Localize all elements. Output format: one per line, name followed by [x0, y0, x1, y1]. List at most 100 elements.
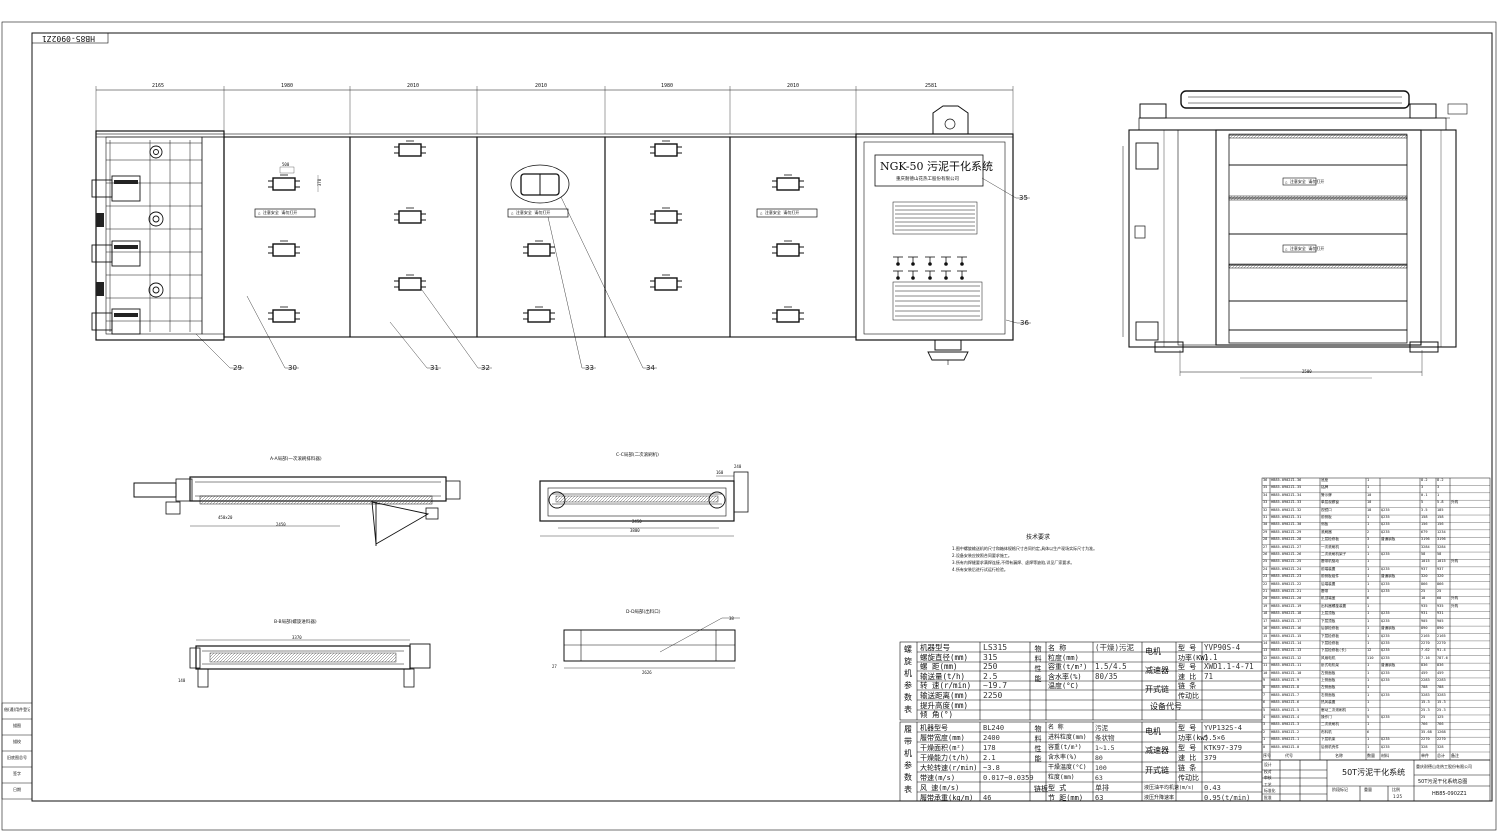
parts-cell: 机顶端盖: [1321, 596, 1336, 601]
parts-cell: 1: [1367, 722, 1370, 727]
parts-cell: HB85-0902Z1-25: [1271, 559, 1302, 564]
parts-cell: HB85-0902Z1-14: [1271, 640, 1302, 645]
parts-cell: 10: [1367, 500, 1372, 505]
parts-cell: 后侧机壳件: [1321, 744, 1339, 749]
title-block-grid: [1261, 759, 1491, 802]
warning-label-5: △ 注意安全 请勿打开: [1285, 246, 1325, 251]
parts-cell: 58: [1437, 552, 1442, 557]
parts-cell: 10: [1263, 670, 1268, 675]
belt-material-value: 1~1.5: [1095, 744, 1115, 752]
parts-header-cell: 序号: [1263, 753, 1271, 758]
left-strip-label: 描图: [13, 723, 21, 728]
parts-cell: Q235: [1381, 648, 1390, 653]
parts-cell: 1: [1367, 633, 1370, 638]
parts-cell: 36: [1263, 478, 1268, 482]
belt-extra-value: 0.43: [1204, 784, 1221, 792]
warning-label-3: △ 注意安全 请勿打开: [760, 210, 800, 215]
parts-cell: 铭牌: [1321, 485, 1329, 490]
section-b-dim-1: 3370: [292, 635, 302, 640]
parts-header-cell: 数量: [1367, 753, 1375, 758]
title-scale-label: 比例: [1392, 787, 1400, 792]
screw-drive-param: 型 号: [1178, 644, 1197, 652]
parts-cell: 866: [1421, 581, 1428, 586]
screw-param-label: 螺 距(mm): [920, 662, 958, 672]
screw-drive-value: 71: [1204, 671, 1214, 681]
parts-cell: 18: [1421, 596, 1426, 601]
parts-cell: 12: [1367, 648, 1372, 653]
side-elevation: [1122, 90, 1468, 379]
parts-cell: 890: [1421, 626, 1428, 631]
screw-param-label: 输送量(t/h): [920, 671, 966, 681]
parts-cell: 15.3: [1437, 700, 1446, 705]
parts-cell: HB85-0902Z1-8: [1271, 685, 1300, 690]
parts-cell: 上层检修板: [1321, 537, 1339, 542]
belt-drive-param: 型 号: [1178, 724, 1197, 732]
belt-param-label: 履带宽度(mm): [920, 734, 965, 742]
parts-cell: 4: [1263, 714, 1266, 719]
parts-cell: Q235: [1381, 507, 1390, 512]
screw-param-value: LS315: [983, 643, 1008, 652]
parts-cell: 上层顶板: [1321, 611, 1336, 616]
screw-drive-param: 功率(KW): [1178, 653, 1209, 662]
screw-drive-param: 型 号: [1178, 663, 1197, 672]
parts-cell: 风扇电机: [1321, 655, 1336, 660]
parts-cell: 3283: [1437, 692, 1446, 697]
screw-motor-label: 电机: [1145, 647, 1161, 656]
section-c-dim-4: 3800: [630, 528, 640, 533]
parts-cell: 32: [1263, 507, 1268, 512]
parts-cell: 3: [1437, 485, 1440, 490]
belt-drive-value: KTK97-379: [1204, 744, 1242, 752]
section-d-view: [563, 617, 740, 669]
screw-reducer-label: 减速器: [1145, 666, 1169, 675]
parts-cell: 8: [1263, 685, 1266, 690]
parts-cell: HB85-0902Z1-1: [1271, 737, 1300, 742]
belt-group-label: 履带机参数表: [904, 725, 912, 794]
left-strip-label: 旧底图总号: [7, 755, 27, 760]
belt-drive-param: 功率(kw): [1178, 734, 1209, 742]
belt-drive-value: YVP132S-4: [1204, 724, 1242, 732]
belt-material-param: 名 称: [1048, 724, 1064, 731]
screw-drive-value: XWD1.1-4-71: [1204, 662, 1254, 672]
parts-cell: 1: [1367, 544, 1370, 549]
parts-cell: HB85-0902Z1-33: [1271, 500, 1302, 505]
belt-param-label: 带速(m/s): [920, 774, 956, 782]
dim-window-width: 500: [282, 162, 290, 167]
parts-cell: 459: [1437, 670, 1444, 675]
parts-cell: 1: [1367, 478, 1370, 482]
parts-cell: 1: [1367, 737, 1370, 742]
parts-cell: 866: [1437, 581, 1444, 586]
warning-label-4: △ 注意安全 请勿打开: [1285, 179, 1325, 184]
title-stage-label: 阶段标记: [1332, 787, 1348, 792]
parts-cell: HB85-0902Z1-11: [1271, 663, 1302, 668]
parts-cell: 156: [1437, 522, 1444, 527]
belt-drive-param: 链 条: [1178, 764, 1197, 772]
screw-param-value: 250: [983, 662, 998, 672]
parts-cell: 1: [1367, 522, 1370, 527]
parts-cell: 28: [1263, 537, 1268, 542]
parts-cell: 1: [1367, 700, 1370, 705]
parts-cell: 1: [1367, 559, 1370, 564]
parts-cell: Q235: [1381, 566, 1390, 571]
section-b-title: B-B局部(螺旋进料器): [274, 620, 317, 625]
title-role: 工艺: [1264, 781, 1272, 787]
parts-cell: 33: [1263, 500, 1268, 505]
parts-cell: 27: [1263, 544, 1268, 549]
parts-cell: HB85-0902Z1-29: [1271, 529, 1302, 534]
parts-cell: 普通钢板: [1381, 537, 1396, 542]
belt-material-value: 污泥: [1095, 724, 1108, 732]
belt-extra-value: 0.95(t/min): [1204, 794, 1251, 802]
parts-cell: 2270: [1421, 640, 1430, 645]
drawing-number-stamp: HB85-0902Z1: [42, 34, 95, 43]
parts-cell: 3196: [1437, 537, 1446, 542]
belt-drive-param: 传动比: [1178, 774, 1199, 782]
parts-cell: 3: [1421, 485, 1424, 490]
